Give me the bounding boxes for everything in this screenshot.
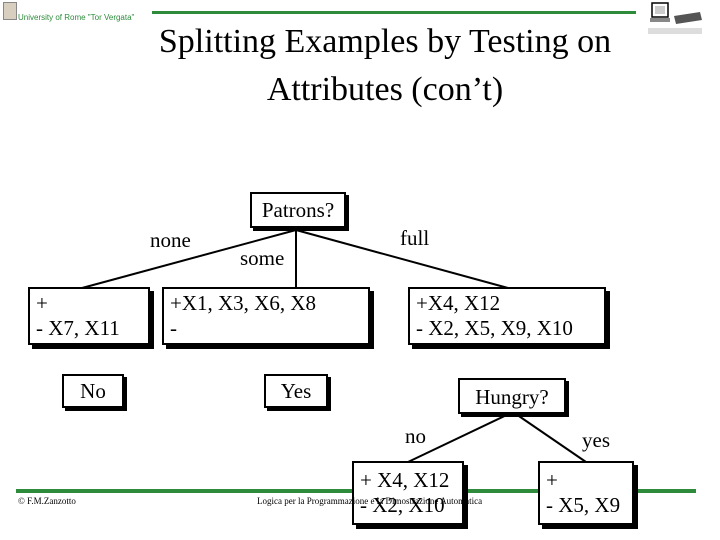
leaf-hungry-no-positive: + X4, X12 (360, 468, 450, 492)
slide-title-line-2: Attributes (con’t) (266, 71, 504, 108)
university-logo-icon (3, 2, 17, 20)
header-divider (152, 11, 636, 14)
answer-yes-node: Yes (264, 374, 328, 408)
leaf-hungry-no: + X4, X12 - X2, X10 (352, 461, 464, 525)
leaf-none-negative: - X7, X11 (36, 316, 120, 340)
branch-label-hungry-yes: yes (582, 428, 610, 452)
branch-label-none: none (150, 228, 191, 252)
branch-label-hungry-no: no (405, 424, 426, 448)
slide-title-line-1: Splitting Examples by Testing on (158, 23, 612, 60)
leaf-full-positive: +X4, X12 (416, 291, 501, 315)
leaf-hungry-yes: + - X5, X9 (538, 461, 634, 525)
answer-no-node: No (62, 374, 124, 408)
leaf-full: +X4, X12 - X2, X5, X9, X10 (408, 287, 606, 345)
footer-course: Logica per la Programmazione e la Dimost… (257, 496, 483, 506)
edge-full (295, 229, 509, 289)
leaf-some-positive: +X1, X3, X6, X8 (170, 291, 317, 315)
leaf-hungry-yes-positive: + (546, 468, 558, 492)
edge-none (81, 229, 297, 289)
edge-hungry-no (407, 411, 514, 463)
leaf-none-positive: + (36, 291, 48, 315)
edge-hungry-yes (512, 411, 587, 463)
group-logo-icon (646, 2, 704, 36)
leaf-hungry-yes-negative: - X5, X9 (546, 493, 621, 517)
root-node-patrons: Patrons? (250, 192, 346, 228)
leaf-full-negative: - X2, X5, X9, X10 (416, 316, 573, 340)
footer-copyright: © F.M.Zanzotto (18, 496, 76, 506)
university-name: University of Rome "Tor Vergata" (18, 13, 135, 22)
branch-label-some: some (240, 246, 285, 270)
branch-label-full: full (400, 226, 430, 250)
hungry-node: Hungry? (458, 378, 566, 414)
leaf-hungry-no-negative: - X2, X10 (360, 493, 445, 517)
leaf-none: + - X7, X11 (28, 287, 150, 345)
leaf-some-negative: - (170, 316, 177, 340)
leaf-some: +X1, X3, X6, X8 - (162, 287, 370, 345)
